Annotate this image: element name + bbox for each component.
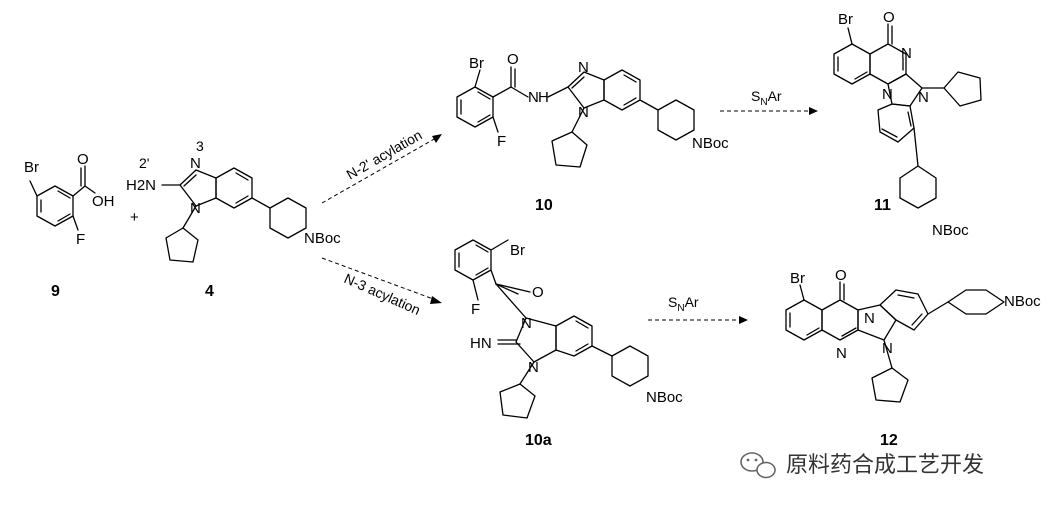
compound-label-4: 4 (205, 283, 214, 300)
compound-label-12: 12 (880, 432, 898, 449)
imidazole-n1: N (864, 310, 875, 327)
amide-nitrogen: N (528, 89, 539, 106)
amide-hydrogen: H (538, 89, 549, 106)
compound-4: H2N N N 2' 3 NBoc 4 (126, 138, 341, 300)
carbonyl-oxygen: O (532, 284, 544, 301)
fluoro-atom: F (471, 301, 480, 318)
bromo-atom: Br (790, 270, 805, 287)
fluoro-atom: F (497, 133, 506, 150)
plus-sign: + (130, 209, 139, 226)
pyrimidine-n2: N (836, 345, 847, 362)
imidazole-n1: N (882, 86, 893, 103)
arrow-label-n2: N-2' acylation (344, 127, 425, 183)
arrow-snar-top: SNAr (720, 88, 818, 115)
arrow-n3-acylation: N-3 acylation (321, 257, 442, 318)
imidazole-n3: N (578, 59, 589, 76)
carbonyl-oxygen: O (883, 9, 895, 26)
nboc-group: NBoc (1004, 293, 1041, 310)
quinazoline-nitrogen: N (901, 45, 912, 62)
fluoro-atom: F (76, 231, 85, 248)
imidazole-n1: N (190, 200, 201, 217)
compound-label-9: 9 (51, 283, 60, 300)
carbonyl-oxygen: O (77, 151, 89, 168)
imidazole-n2: N (528, 359, 539, 376)
amine-group: H2N (126, 177, 156, 194)
bromo-atom: Br (838, 11, 853, 28)
position-label-2prime: 2' (139, 155, 149, 171)
watermark: 原料药合成工艺开发 (740, 452, 984, 479)
compound-10: Br O F N H N N NBoc 10 (456, 51, 729, 214)
arrow-label-snar: SNAr (751, 88, 782, 108)
hydroxyl-group: OH (92, 193, 115, 210)
imidazole-n3: N (190, 155, 201, 172)
arrow-label-n3: N-3 acylation (342, 270, 423, 318)
compound-12: Br O N N N NBoc 12 (785, 267, 1041, 449)
imidazole-n3: N (882, 340, 893, 357)
compound-11: Br O N N N NBoc 11 (833, 9, 982, 239)
compound-label-10: 10 (535, 197, 553, 214)
compound-10a: Br O F HN N N NBoc 10a (454, 239, 683, 449)
arrow-label-snar: SNAr (668, 294, 699, 314)
imidazole-n1: N (521, 315, 532, 332)
nboc-group: NBoc (646, 389, 683, 406)
compound-label-10a: 10a (525, 432, 552, 449)
compound-9: Br O OH F 9 (24, 151, 115, 300)
compound-label-11: 11 (874, 197, 891, 214)
arrow-n2-acylation: N-2' acylation (321, 127, 442, 204)
nboc-group: NBoc (692, 135, 729, 152)
position-label-3: 3 (196, 138, 204, 154)
carbonyl-oxygen: O (507, 51, 519, 68)
imidazole-n1: N (578, 104, 589, 121)
nboc-group: NBoc (304, 230, 341, 247)
wechat-icon (740, 452, 776, 479)
bromo-atom: Br (510, 242, 525, 259)
bromo-atom: Br (24, 159, 39, 176)
bromo-atom: Br (469, 55, 484, 72)
arrow-snar-bottom: SNAr (648, 294, 748, 324)
imine-group: HN (470, 335, 492, 352)
nboc-group: NBoc (932, 222, 969, 239)
imidazole-n2: N (918, 89, 929, 106)
carbonyl-oxygen: O (835, 267, 847, 284)
watermark-text: 原料药合成工艺开发 (786, 453, 984, 478)
